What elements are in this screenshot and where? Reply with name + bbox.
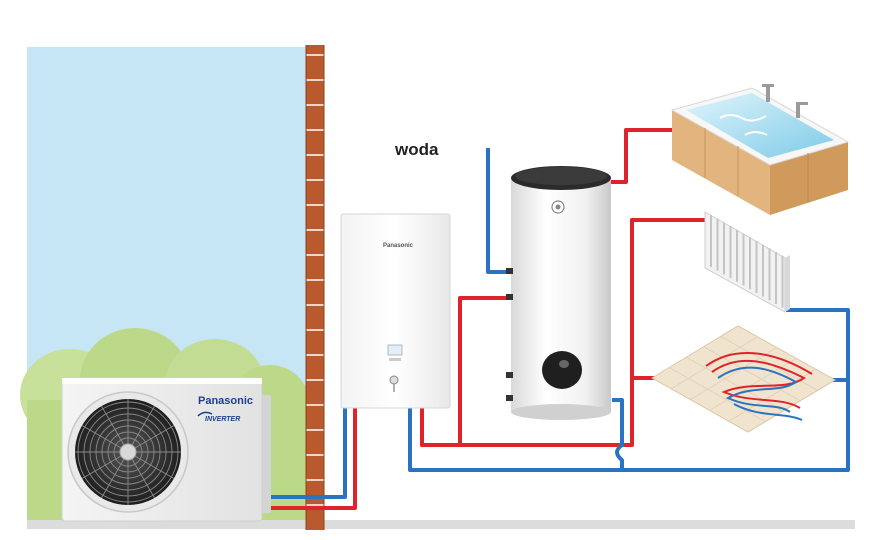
bathtub — [670, 84, 850, 215]
floor-tile-line — [709, 357, 797, 411]
radiator — [704, 211, 790, 313]
brick-wall — [305, 45, 325, 530]
floor-tile-line — [690, 347, 778, 401]
pipe-outdoor-hot — [266, 408, 357, 510]
faucet-icon — [762, 84, 808, 118]
fan-grille-spoke — [81, 425, 129, 453]
fan-icon — [67, 391, 189, 513]
fan-grille-spoke — [127, 451, 175, 479]
floor-tile-line — [703, 346, 801, 402]
floor-tile-line — [686, 356, 784, 412]
fan-grille-spoke — [127, 451, 155, 499]
floor-tile-line — [670, 336, 758, 390]
control-panel — [387, 344, 403, 356]
pipe-cold-inlet — [486, 148, 516, 274]
fan-grille-spoke — [101, 451, 129, 499]
floor-tile-line — [728, 368, 816, 422]
pipe-supply-main — [420, 218, 712, 447]
water-label: woda — [394, 140, 439, 159]
pipe-crossover — [615, 442, 625, 472]
hot-water-tank — [506, 166, 611, 420]
outdoor-unit: Panasonic INVERTER — [61, 377, 271, 522]
ground-strip — [27, 520, 855, 529]
heating-coil — [705, 352, 813, 421]
outdoor-brand-text: Panasonic — [198, 395, 253, 407]
tank-inspection-hatch — [542, 351, 582, 389]
indoor-unit: Panasonic — [340, 213, 451, 409]
pipe-return-main — [408, 308, 850, 472]
underfloor-heating — [651, 325, 837, 433]
floor-tile-line — [668, 367, 766, 423]
outdoor-series-text: INVERTER — [205, 416, 240, 423]
fan-grille-spoke — [101, 405, 129, 453]
pipe-tank-bottom-cold — [612, 398, 624, 447]
pipe-outdoor-cold — [266, 408, 347, 499]
inverter-swoosh-icon — [197, 411, 213, 417]
fan-grille-spoke — [127, 425, 175, 453]
pipe-to-tank — [458, 296, 516, 447]
indoor-brand-text: Panasonic — [383, 243, 414, 249]
fan-grille-spoke — [81, 451, 129, 479]
fan-grille-spoke — [127, 405, 155, 453]
pressure-gauge-icon — [389, 375, 399, 385]
pipe-hot-to-bath — [604, 128, 692, 184]
